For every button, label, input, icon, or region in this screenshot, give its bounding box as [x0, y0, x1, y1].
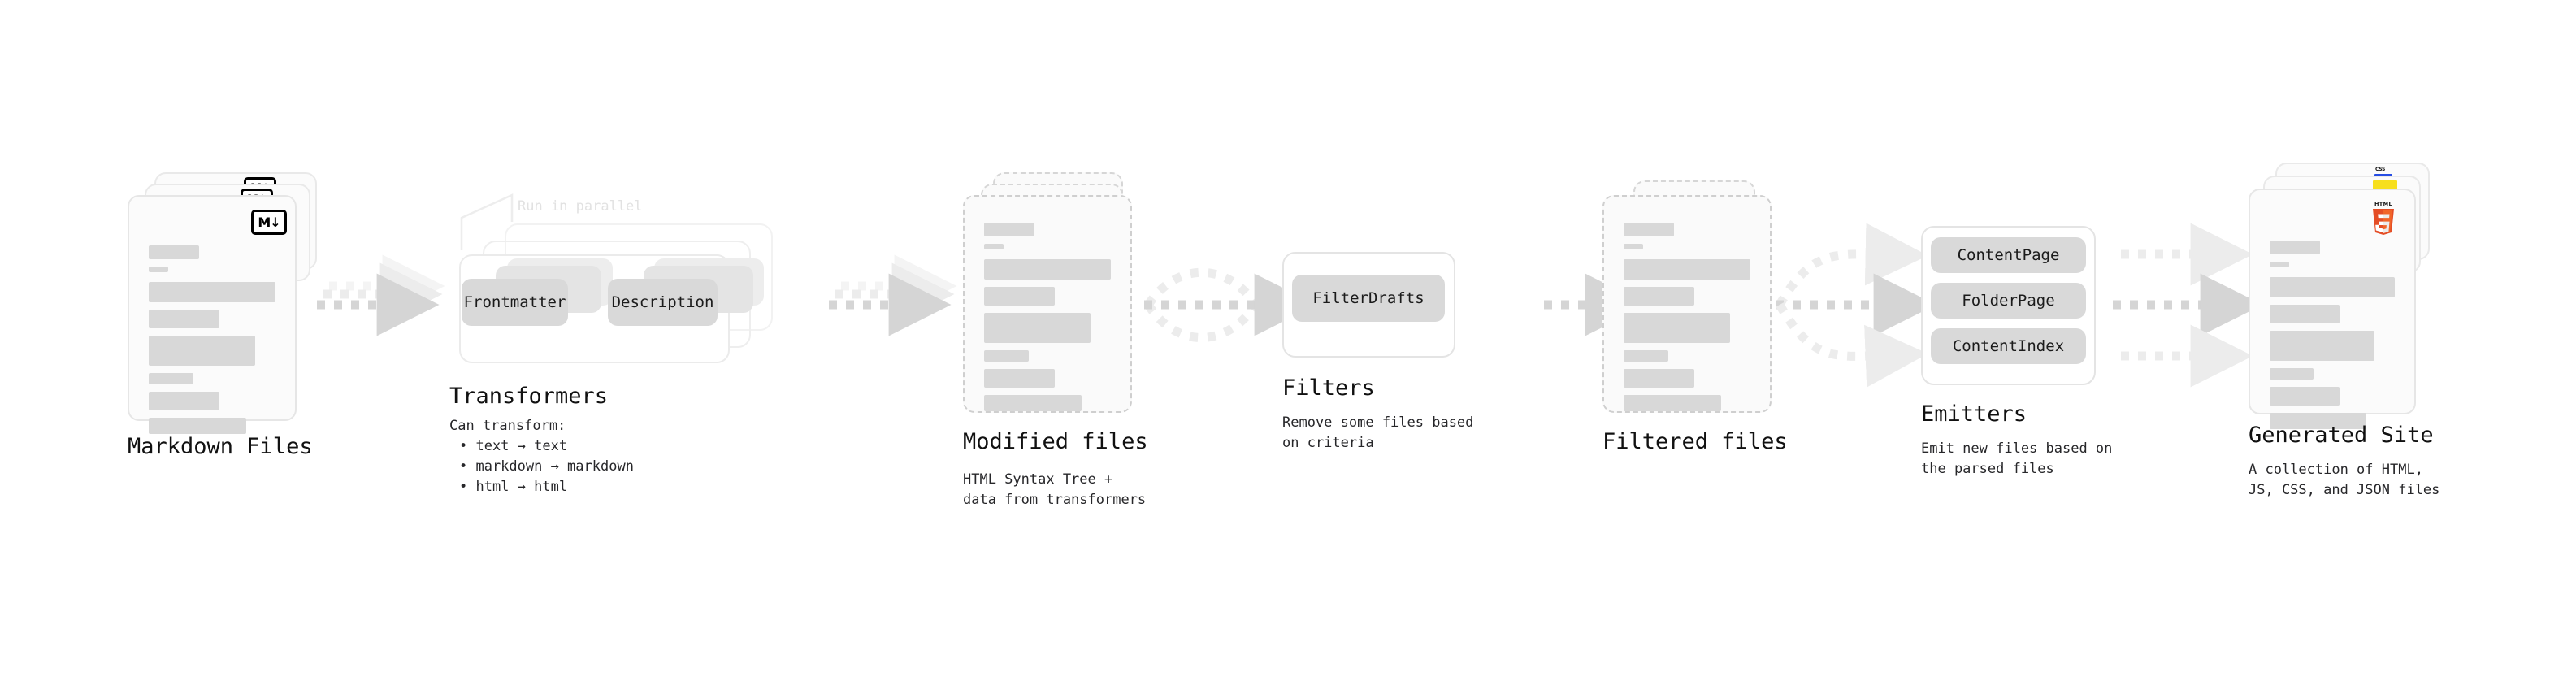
svg-text:HTML: HTML: [2374, 201, 2392, 207]
chip-description[interactable]: Description: [608, 279, 718, 326]
css-icon-label: CSS: [2375, 167, 2385, 172]
filters-description: Remove some files based on criteria: [1282, 414, 1474, 451]
stage-title-markdown-files: Markdown Files: [128, 434, 313, 459]
stage-title-transformers: Transformers: [449, 384, 609, 409]
transformers-description: Can transform:: [449, 418, 566, 434]
content-bar: [1624, 313, 1731, 343]
stage-title-emitters: Emitters: [1921, 401, 2027, 427]
html5-icon: HTML: [2369, 200, 2398, 236]
content-bar: [1624, 350, 1668, 362]
stage-title-filters: Filters: [1282, 375, 1375, 401]
connector-emitters-to-site: [2113, 223, 2263, 388]
markdown-file-card: M↓: [128, 195, 297, 434]
content-bar: [2270, 368, 2314, 380]
connector-transformers-to-modified: [829, 254, 957, 336]
generated-site-description: A collection of HTML, JS, CSS, and JSON …: [2249, 462, 2440, 498]
transformer-bullet-text: • text → text: [459, 438, 568, 454]
transformer-bullet-markdown: • markdown → markdown: [459, 458, 634, 475]
content-bar: [984, 259, 1111, 280]
content-bar: [1624, 287, 1695, 306]
connector-md-to-transformers: [317, 254, 445, 336]
content-bar: [1624, 244, 1643, 249]
transformer-bullet-html: • html → html: [459, 479, 568, 495]
stage-title-generated-site: Generated Site: [2249, 423, 2434, 448]
content-bar: [149, 310, 220, 328]
content-bar: [1624, 259, 1750, 280]
modified-file-card: [963, 195, 1132, 413]
content-bar: [2270, 413, 2366, 429]
content-bar: [984, 395, 1082, 411]
file-content-lines: [1624, 223, 1750, 419]
chip-frontmatter[interactable]: Frontmatter: [462, 279, 568, 326]
content-bar: [984, 350, 1029, 362]
connector-modified-to-filters: [1144, 267, 1317, 342]
content-bar: [149, 282, 275, 302]
file-content-lines: [149, 245, 275, 441]
content-bar: [1624, 223, 1674, 236]
emitters-description: Emit new files based on the parsed files: [1921, 440, 2113, 477]
content-bar: [149, 336, 256, 366]
content-bar: [149, 392, 220, 410]
content-bar: [149, 418, 247, 434]
content-bar: [1624, 395, 1722, 411]
content-bar: [149, 245, 199, 259]
chip-contentpage[interactable]: ContentPage: [1931, 237, 2086, 273]
filtered-file-card: [1602, 195, 1772, 413]
chip-contentindex[interactable]: ContentIndex: [1931, 328, 2086, 364]
markdown-icon: M↓: [251, 210, 287, 235]
content-bar: [2270, 241, 2320, 254]
content-bar: [2270, 331, 2375, 361]
content-bar: [984, 313, 1091, 343]
run-in-parallel-hint: Run in parallel: [518, 198, 643, 215]
content-bar: [149, 373, 193, 384]
content-bar: [984, 369, 1056, 388]
stage-title-modified-files: Modified files: [963, 429, 1148, 454]
content-bar: [984, 223, 1034, 236]
generated-site-card: HTML: [2249, 189, 2416, 429]
connector-filtered-to-emitters: [1776, 223, 1936, 388]
file-content-lines: [2270, 241, 2395, 436]
content-bar: [2270, 277, 2395, 297]
content-bar: [984, 244, 1004, 249]
file-content-lines: [984, 223, 1111, 419]
content-bar: [2270, 305, 2340, 323]
content-bar: [2270, 262, 2289, 267]
stage-title-filtered-files: Filtered files: [1602, 429, 1788, 454]
chip-filterdrafts[interactable]: FilterDrafts: [1292, 275, 1445, 322]
content-bar: [1624, 369, 1695, 388]
chip-folderpage[interactable]: FolderPage: [1931, 283, 2086, 319]
content-bar: [984, 287, 1056, 306]
content-bar: [149, 267, 168, 272]
modified-files-description: HTML Syntax Tree + data from transformer…: [963, 471, 1147, 508]
content-bar: [2270, 387, 2340, 406]
